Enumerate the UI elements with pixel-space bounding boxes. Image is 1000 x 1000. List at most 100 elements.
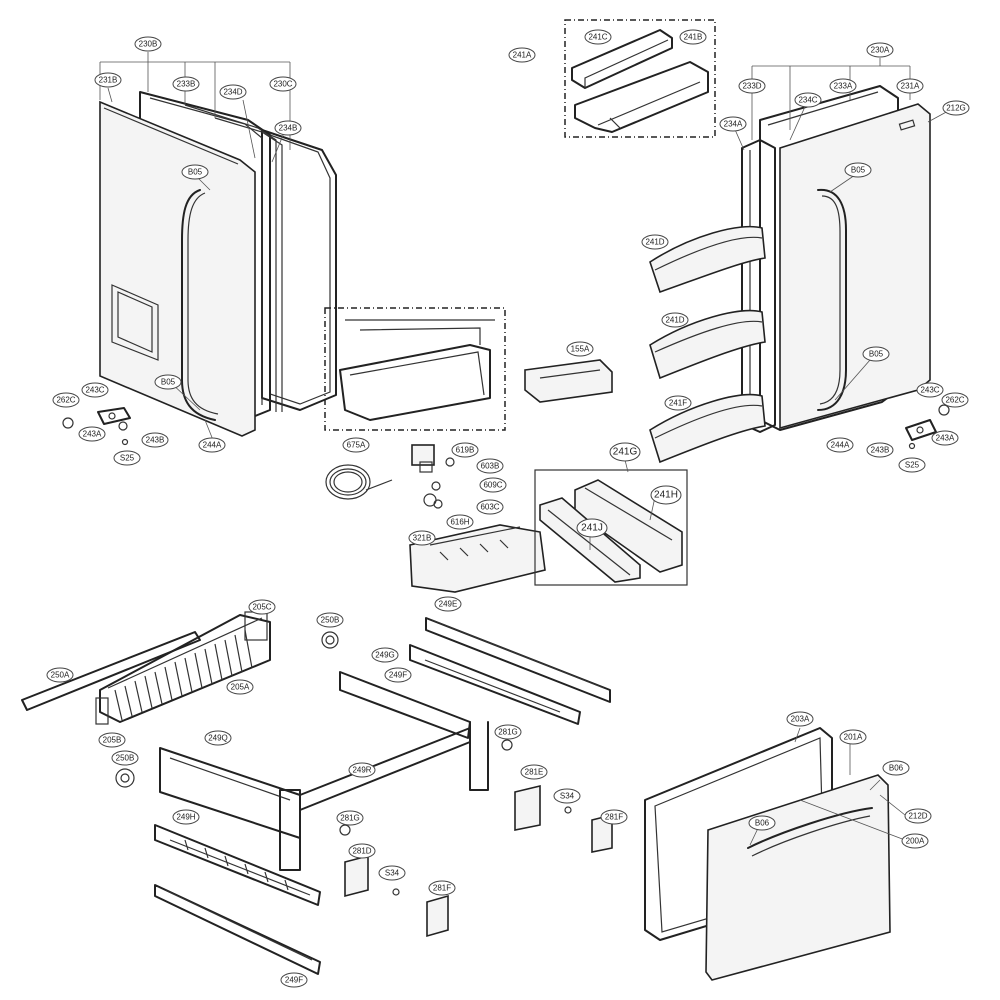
callout-241h: 241H [650, 485, 682, 505]
callout-321b: 321B [408, 530, 436, 546]
callout-label: 250B [116, 754, 135, 763]
callout-label: 281F [433, 884, 451, 893]
callout-bubble [269, 76, 297, 92]
callout-609c: 609C [479, 477, 507, 493]
callout-bubble [134, 36, 162, 52]
callout-bubble [829, 78, 857, 94]
callout-bubble [896, 78, 924, 94]
callout-249e: 249E [434, 596, 462, 612]
callout-bubble [342, 437, 370, 453]
callout-label: 250B [321, 616, 340, 625]
callout-label: 205B [103, 736, 122, 745]
callout-bubble [198, 437, 226, 453]
callout-231b: 231B [94, 72, 122, 88]
callout-bubble [679, 29, 707, 45]
callout-250a: 250A [46, 667, 74, 683]
callout-label: 243B [146, 436, 165, 445]
callout-label: 231B [99, 76, 118, 85]
callout-label: 241H [654, 490, 678, 501]
callout-243c: 243C [81, 382, 109, 398]
callout-241b: 241B [679, 29, 707, 45]
callout-label: 675A [347, 441, 366, 450]
callout-label: 250A [51, 671, 70, 680]
callout-bubble [154, 374, 182, 390]
callout-label: 243C [85, 386, 104, 395]
callout-243a: 243A [931, 430, 959, 446]
callout-bubble [786, 711, 814, 727]
callout-603c: 603C [476, 499, 504, 515]
callout-241f: 241F [664, 395, 692, 411]
callout-b05: B05 [862, 346, 890, 362]
callout-bubble [52, 392, 80, 408]
callout-616h: 616H [446, 514, 474, 530]
callout-label: 249F [285, 976, 303, 985]
ice-bin-detail-box [324, 307, 613, 431]
callout-bubble [942, 100, 970, 116]
callout-label: 234D [223, 88, 242, 97]
callout-bubble [81, 382, 109, 398]
callout-label: 281E [525, 768, 544, 777]
callout-234b: 234B [274, 120, 302, 136]
callout-label: 230C [273, 80, 292, 89]
callout-bubble [600, 809, 628, 825]
callout-bubble [661, 312, 689, 328]
callout-243b: 243B [866, 442, 894, 458]
callout-label: 243B [871, 446, 890, 455]
callout-bubble [508, 47, 536, 63]
callout-241c: 241C [584, 29, 612, 45]
callout-281e: 281E [520, 764, 548, 780]
callout-label: 321B [413, 534, 432, 543]
callout-label: B05 [161, 378, 176, 387]
callout-b05: B05 [181, 164, 209, 180]
callout-label: 281F [605, 813, 623, 822]
callout-201a: 201A [839, 729, 867, 745]
callout-234a: 234A [719, 116, 747, 132]
callout-label: 241D [645, 238, 664, 247]
callout-label: 241D [665, 316, 684, 325]
callout-bubble [901, 833, 929, 849]
callout-label: 243A [83, 430, 102, 439]
freezer-drawer-door [644, 727, 906, 981]
callout-label: S25 [905, 461, 920, 470]
callout-bubble [584, 29, 612, 45]
callout-label: 241J [581, 523, 603, 534]
callout-bubble [494, 724, 522, 740]
callout-label: 249Q [208, 734, 228, 743]
freezer-basket [21, 611, 339, 788]
callout-bubble [862, 346, 890, 362]
callout-label: 155A [571, 345, 590, 354]
callout-bubble [904, 808, 932, 824]
callout-bubble [931, 430, 959, 446]
callout-241d: 241D [641, 234, 669, 250]
callout-bubble [46, 667, 74, 683]
callout-bubble [434, 596, 462, 612]
callout-bubble [113, 450, 141, 466]
callout-label: 249G [375, 651, 395, 660]
callout-bubble [664, 395, 692, 411]
callout-250b: 250B [316, 612, 344, 628]
callout-281g: 281G [336, 810, 364, 826]
callout-262c: 262C [941, 392, 969, 408]
callout-bubble [898, 457, 926, 473]
callout-244a: 244A [826, 437, 854, 453]
callout-bubble [941, 392, 969, 408]
callout-label: 205C [252, 603, 271, 612]
callout-label: 234B [279, 124, 298, 133]
callout-bubble [94, 72, 122, 88]
callout-label: 281D [352, 847, 371, 856]
callout-bubble [576, 518, 608, 538]
callout-233b: 233B [172, 76, 200, 92]
callout-bubble [274, 120, 302, 136]
callout-241d: 241D [661, 312, 689, 328]
callout-label: B05 [188, 168, 203, 177]
callout-241g: 241G [609, 442, 641, 462]
callout-label: 233A [834, 82, 853, 91]
callout-bubble [280, 972, 308, 988]
callout-200a: 200A [901, 833, 929, 849]
callout-bubble [479, 477, 507, 493]
callout-243b: 243B [141, 432, 169, 448]
callout-bubble [181, 164, 209, 180]
callout-bubble [866, 442, 894, 458]
callout-label: 241C [588, 33, 607, 42]
